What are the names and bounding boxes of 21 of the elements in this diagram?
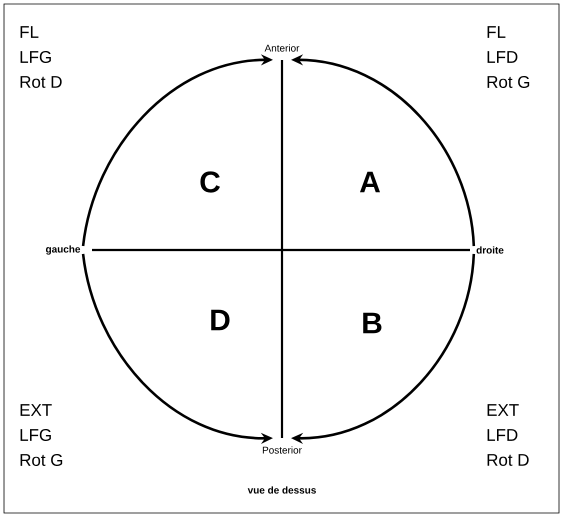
corner-label: EXT xyxy=(488,404,519,416)
corner-label: Rot D xyxy=(20,76,62,88)
axis-label: gauche xyxy=(46,245,80,255)
axis-label: droite xyxy=(476,246,504,254)
corner-label: LFD xyxy=(488,429,518,441)
corner-label: Rot D xyxy=(488,454,529,466)
axis-label: Anterior xyxy=(264,44,300,52)
quadrant-letter: D xyxy=(211,310,230,330)
corner-label: LFG xyxy=(20,51,51,63)
corner-label: Rot G xyxy=(488,76,530,88)
corner-label: LFG xyxy=(20,429,51,441)
corner-label: LFD xyxy=(488,51,518,63)
corner-label: FL xyxy=(488,26,506,38)
quadrant-letter: A xyxy=(360,172,380,192)
corner-label: EXT xyxy=(20,404,52,416)
corner-label: Rot G xyxy=(20,454,62,466)
corner-label: FL xyxy=(20,26,38,38)
quadrant-letter: B xyxy=(363,312,382,334)
caption: vue de dessus xyxy=(248,486,316,494)
axis-label: Posterior xyxy=(262,446,302,454)
quadrant-letter: C xyxy=(200,171,220,193)
